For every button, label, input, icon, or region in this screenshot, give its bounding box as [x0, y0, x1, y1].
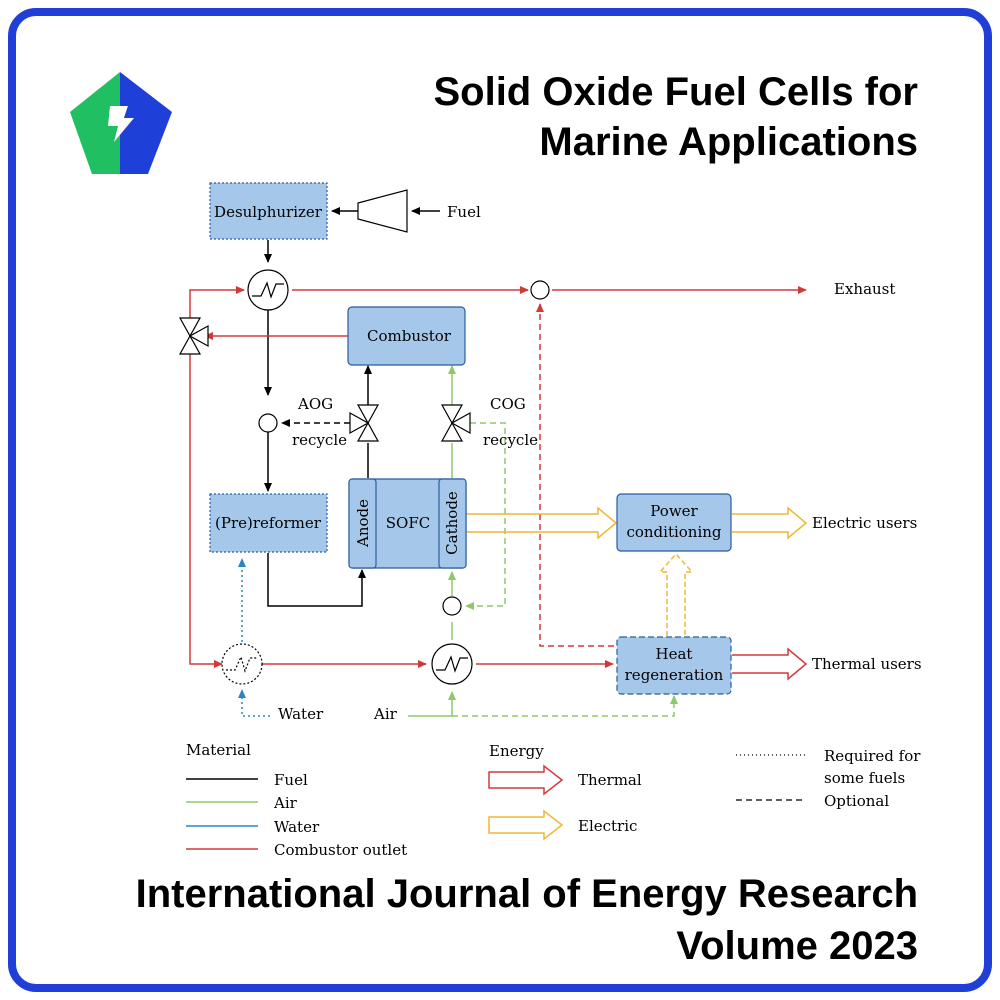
exhaust-label: Exhaust: [834, 280, 895, 298]
fuel-lines: [264, 207, 440, 607]
combustor-outlet-lines: [189, 286, 807, 668]
svg-text:Desulphurizer: Desulphurizer: [214, 203, 323, 221]
heat-exchanger-icon: [221, 643, 263, 685]
cover-title-line2: Marine Applications: [539, 120, 918, 164]
air-input-label: Air: [373, 705, 398, 723]
water-lines: [238, 558, 270, 717]
svg-text:Air: Air: [273, 794, 298, 812]
three-way-valve-icon: [349, 404, 380, 442]
aog-recycle-label: recycle: [292, 431, 347, 449]
water-input-label: Water: [278, 705, 324, 723]
svg-text:(Pre)reformer: (Pre)reformer: [215, 514, 322, 532]
svg-text:Water: Water: [274, 818, 320, 836]
svg-text:Energy: Energy: [489, 742, 544, 760]
combustor-block: Combustor: [347, 306, 466, 366]
legend-material: Material Fuel Air Water Combustor outlet: [186, 741, 407, 859]
svg-text:Optional: Optional: [824, 792, 889, 810]
legend-energy: Energy Thermal Electric: [488, 742, 642, 841]
aog-label: AOG: [297, 395, 333, 413]
desulphurizer-block: Desulphurizer: [209, 182, 328, 240]
cathode-label: Cathode: [443, 491, 461, 555]
anode-label: Anode: [354, 499, 372, 548]
cover-title-line1: Solid Oxide Fuel Cells for: [433, 70, 918, 114]
svg-text:some fuels: some fuels: [824, 769, 905, 787]
cog-label: COG: [490, 395, 526, 413]
svg-text:regeneration: regeneration: [625, 666, 724, 684]
air-lines: [408, 365, 678, 717]
svg-text:conditioning: conditioning: [626, 523, 721, 541]
thermal-arrow-users: [732, 647, 808, 681]
mixer-icon: [442, 596, 462, 616]
heat-exchanger-icon: [247, 269, 289, 311]
heat-regeneration-block: Heat regeneration: [616, 636, 732, 695]
legend-line-styles: Required for some fuels Optional: [736, 747, 921, 810]
three-way-valve-icon: [178, 317, 209, 355]
svg-text:Power: Power: [650, 502, 698, 520]
power-conditioning-block: Power conditioning: [616, 493, 732, 552]
mixer-icon: [530, 280, 550, 300]
electric-arrow-sofc: [466, 506, 618, 540]
energy-arrows: [466, 506, 808, 681]
fuel-input-label: Fuel: [447, 203, 481, 221]
compressor-icon: [357, 189, 408, 233]
sofc-label: SOFC: [386, 514, 430, 532]
electric-arrow-heat: [658, 552, 694, 636]
thermal-users-label: Thermal users: [812, 655, 922, 673]
journal-name: International Journal of Energy Research: [135, 872, 918, 916]
svg-text:Material: Material: [186, 741, 251, 759]
svg-text:Fuel: Fuel: [274, 771, 308, 789]
prereformer-block: (Pre)reformer: [209, 493, 328, 553]
heat-exchanger-icon: [431, 643, 473, 685]
mixer-icon: [258, 413, 278, 433]
electric-arrow-users: [732, 506, 808, 540]
journal-logo-icon: [70, 72, 172, 174]
cog-recycle-label: recycle: [483, 431, 538, 449]
svg-text:Combustor: Combustor: [367, 327, 452, 345]
sofc-stack: Anode SOFC Cathode: [348, 478, 467, 569]
three-way-valve-icon: [440, 404, 471, 442]
svg-text:Required for: Required for: [824, 747, 921, 765]
svg-text:Thermal: Thermal: [578, 771, 642, 789]
electric-users-label: Electric users: [812, 514, 917, 532]
svg-text:Electric: Electric: [578, 817, 637, 835]
journal-volume: Volume 2023: [676, 924, 918, 968]
svg-text:Combustor outlet: Combustor outlet: [274, 841, 407, 859]
svg-text:Heat: Heat: [656, 645, 693, 663]
